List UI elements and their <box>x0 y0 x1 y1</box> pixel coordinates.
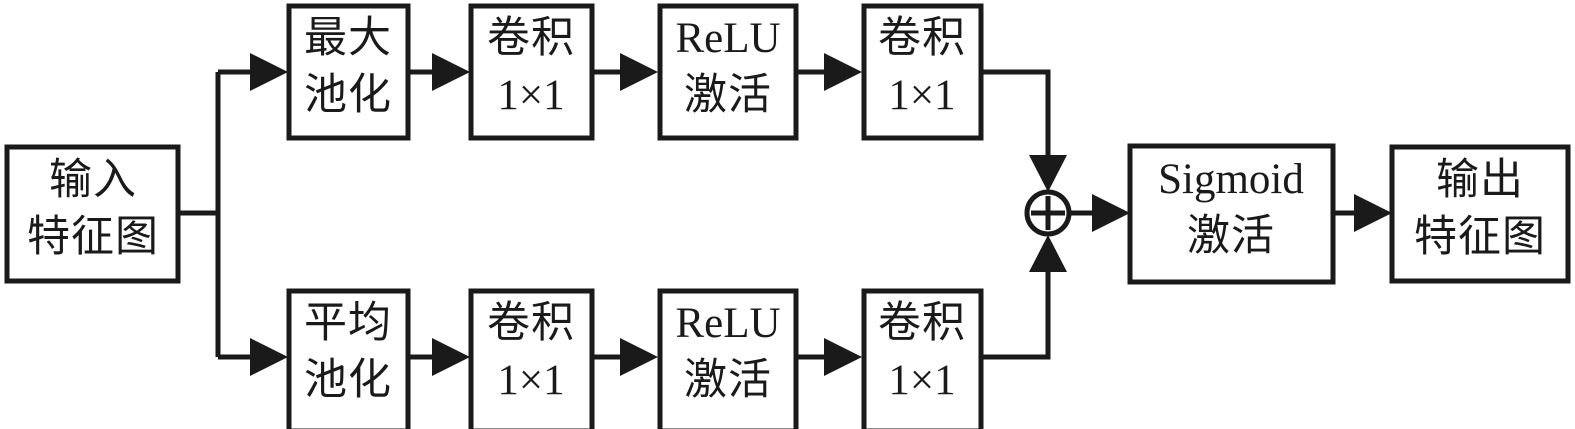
edge-avgpool-conv1 <box>409 338 470 376</box>
node-avg-pool-label-line2: 池化 <box>304 357 392 404</box>
node-conv-bottom-2[interactable]: 卷积 1×1 <box>861 288 984 429</box>
arrow-head-icon <box>1354 194 1392 232</box>
edge-conv1-relu-bottom <box>593 338 658 376</box>
edge-conv2-sum-bottom <box>982 235 1067 360</box>
arrow-head-icon <box>620 338 658 376</box>
node-output-label-line2: 特征图 <box>1414 214 1546 261</box>
arrow-head-icon <box>824 338 862 376</box>
node-input-label-line2: 特征图 <box>27 214 159 261</box>
arrow-head-icon <box>250 53 288 91</box>
node-input-label-line1: 输入 <box>49 157 137 204</box>
edge-conv2-sum-top <box>982 69 1067 192</box>
node-max-pool[interactable]: 最大 池化 <box>286 3 411 141</box>
edge-conv1-relu <box>593 53 658 91</box>
node-relu-bottom-label-line1: ReLU <box>675 300 780 347</box>
node-relu-top[interactable]: ReLU 激活 <box>657 3 799 141</box>
arrow-head-icon <box>432 338 470 376</box>
edge-input-split <box>178 72 221 357</box>
edge-maxpool-conv1 <box>409 53 470 91</box>
node-max-pool-label-line2: 池化 <box>304 72 392 119</box>
node-conv-top-1-label-line1: 卷积 <box>487 15 575 62</box>
node-relu-bottom-label-line2: 激活 <box>684 357 772 404</box>
arrow-head-icon <box>620 53 658 91</box>
node-conv-bottom-2-label-line1: 卷积 <box>878 300 966 347</box>
edge-relu-conv2 <box>797 53 862 91</box>
node-conv-top-1-label-line2: 1×1 <box>497 72 564 119</box>
node-sigmoid-label-line2: 激活 <box>1187 213 1275 260</box>
node-conv-top-2-label-line2: 1×1 <box>888 72 955 119</box>
node-avg-pool-label-line1: 平均 <box>304 300 392 347</box>
node-output-label-line1: 输出 <box>1436 157 1524 204</box>
node-relu-bottom[interactable]: ReLU 激活 <box>657 288 799 429</box>
node-sigmoid-label-line1: Sigmoid <box>1158 156 1304 203</box>
edge-split-avgpool <box>218 338 288 376</box>
arrow-head-icon <box>250 338 288 376</box>
node-conv-bottom-1-label-line1: 卷积 <box>487 300 575 347</box>
node-sigmoid[interactable]: Sigmoid 激活 <box>1127 143 1336 285</box>
node-output-feature-map[interactable]: 输出 特征图 <box>1389 144 1571 284</box>
edge-sum-sigmoid <box>1069 194 1130 232</box>
edge-sigmoid-output <box>1334 194 1392 232</box>
node-input-feature-map[interactable]: 输入 特征图 <box>4 144 181 284</box>
node-conv-bottom-2-label-line2: 1×1 <box>888 357 955 404</box>
node-avg-pool[interactable]: 平均 池化 <box>286 288 411 429</box>
edge-relu-conv2-bottom <box>797 338 862 376</box>
edge-split-maxpool <box>218 53 288 91</box>
arrow-head-icon <box>824 53 862 91</box>
node-relu-top-label-line2: 激活 <box>684 72 772 119</box>
arrow-head-icon <box>432 53 470 91</box>
sum-node-circle-plus-icon[interactable] <box>1024 189 1072 237</box>
node-conv-top-2-label-line1: 卷积 <box>878 15 966 62</box>
arrow-head-icon <box>1092 194 1130 232</box>
node-max-pool-label-line1: 最大 <box>304 15 392 62</box>
node-conv-top-2[interactable]: 卷积 1×1 <box>861 3 984 141</box>
arrow-head-icon <box>1029 155 1067 192</box>
arrow-head-icon <box>1029 235 1067 272</box>
node-conv-bottom-1[interactable]: 卷积 1×1 <box>468 288 595 429</box>
node-conv-bottom-1-label-line2: 1×1 <box>497 357 564 404</box>
node-relu-top-label-line1: ReLU <box>675 15 780 62</box>
node-conv-top-1[interactable]: 卷积 1×1 <box>468 3 595 141</box>
